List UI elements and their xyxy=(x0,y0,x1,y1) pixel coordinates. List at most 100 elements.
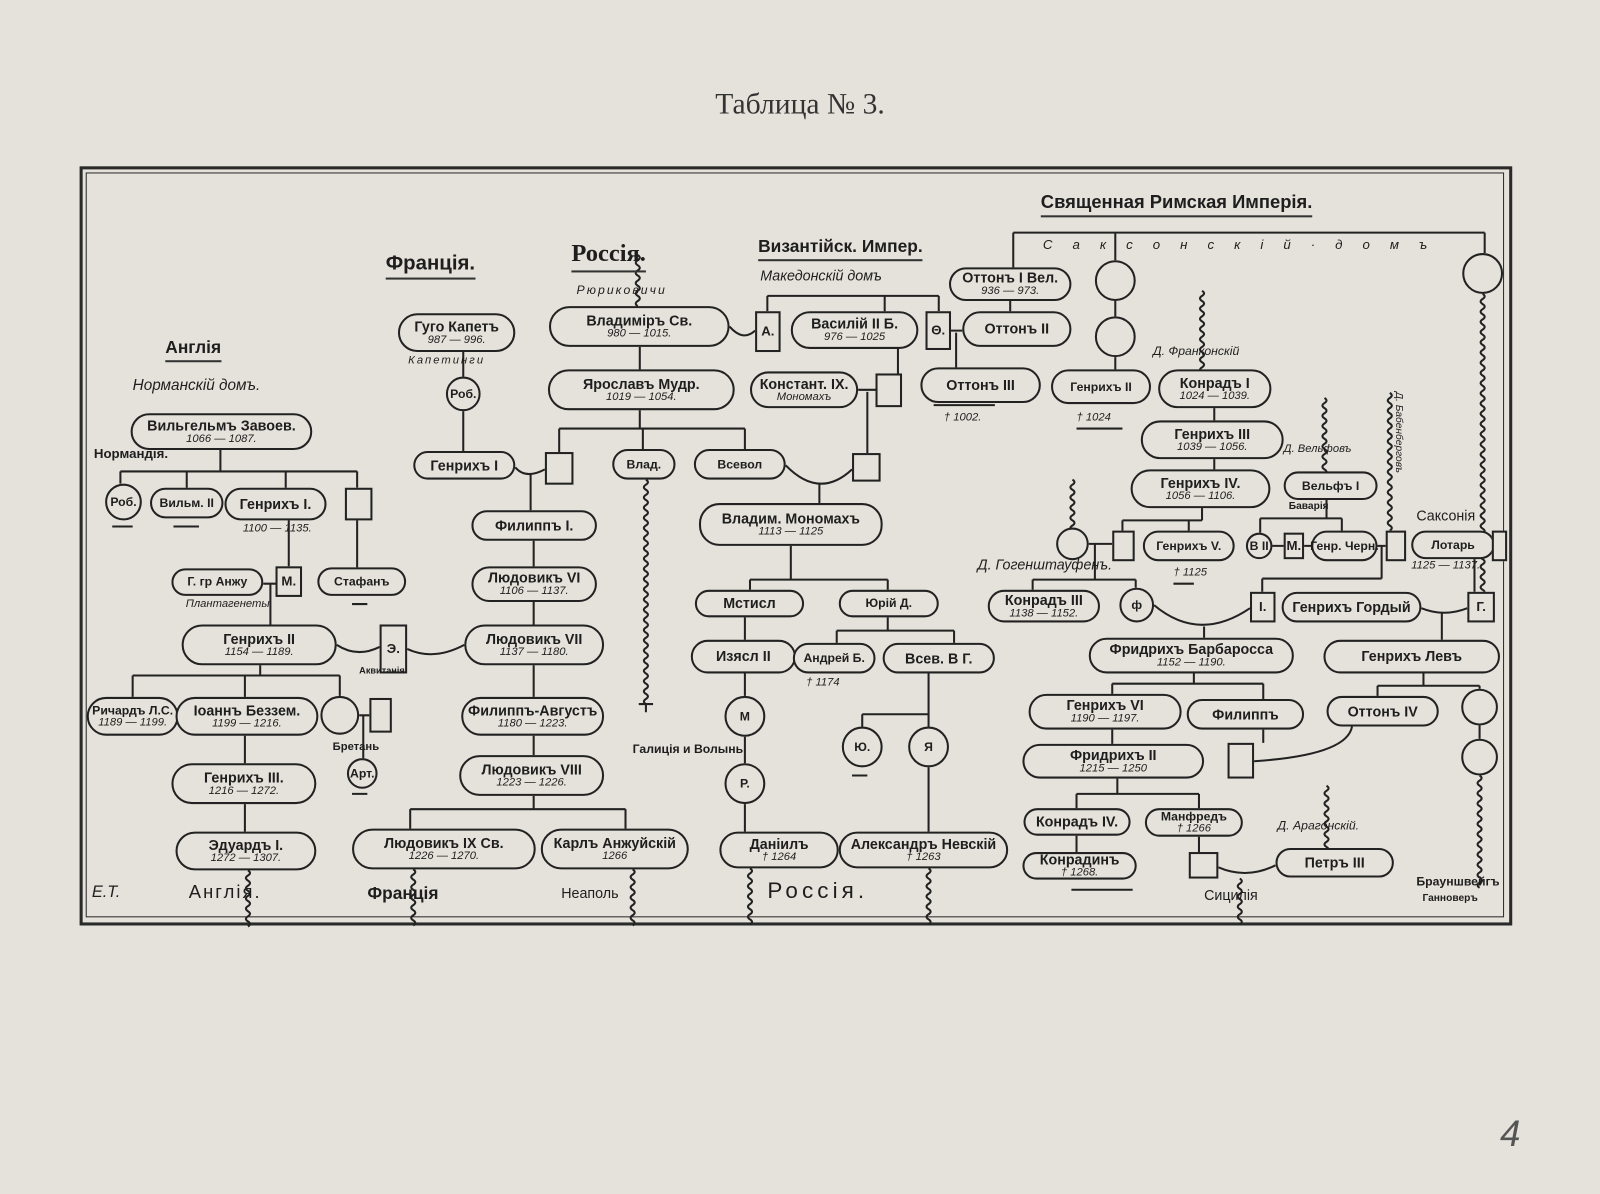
person-dates: 1056 — 1106. xyxy=(1165,489,1236,502)
person-circle-unnamed xyxy=(1461,688,1498,726)
lineage-connector xyxy=(336,643,465,656)
person-name: Арт. xyxy=(349,766,375,781)
person-name: Генрихъ II xyxy=(223,630,296,647)
spouse-square-unnamed xyxy=(1112,530,1135,562)
person-dates: 1113 — 1125 xyxy=(758,525,824,538)
person-circle-unnamed xyxy=(1094,260,1136,302)
person-name: Людовикъ IX Св. xyxy=(384,834,504,851)
person-dates: Мономахъ xyxy=(776,390,832,403)
line-terminator xyxy=(638,703,654,713)
signature: Е.Т. xyxy=(91,883,121,902)
label-rurikids: Рюриковичи xyxy=(576,282,667,297)
person-dates: 987 — 996. xyxy=(427,333,486,346)
person-name: Людовикъ VIII xyxy=(481,761,582,778)
person-dates: 1039 — 1056. xyxy=(1176,440,1248,453)
person-dates: 1266 xyxy=(602,849,628,862)
person-dates: 1180 — 1223. xyxy=(497,716,568,730)
lineage-connector xyxy=(1153,559,1476,640)
label-norman-house: Норманскій домъ. xyxy=(132,376,261,394)
person-circle-r-gal: Р. xyxy=(724,763,766,805)
spouse-square-unnamed xyxy=(1491,530,1508,562)
person-name: Вельфъ I xyxy=(1301,478,1360,493)
person-circle-ya: Я xyxy=(908,726,949,768)
person-name: Карлъ Анжуйскій xyxy=(553,834,676,851)
person-name: Людовикъ VI xyxy=(487,569,581,587)
person-name: Г. xyxy=(1476,599,1486,615)
person-dates: 1100 — 1135. xyxy=(242,522,312,535)
person-circle-arthur: Арт. xyxy=(346,758,378,789)
person-name: Филиппъ xyxy=(1212,705,1279,723)
lineage-connector xyxy=(112,404,1194,891)
person-name: Генрихъ III. xyxy=(204,769,284,786)
lineage-connector xyxy=(951,301,1012,368)
lineage-connector xyxy=(1121,408,1216,531)
dynasty-continuation-wavy-line xyxy=(746,867,754,926)
person-richard: Ричардъ Л.С.1189 — 1199. xyxy=(86,696,179,736)
person-andrei: Андрей Б. xyxy=(792,642,876,674)
dynasty-continuation-wavy-line xyxy=(925,867,932,926)
person-name: Филиппъ I. xyxy=(494,516,574,534)
person-name: Владимiръ Св. xyxy=(586,312,693,329)
person-name: Андрей Б. xyxy=(803,650,865,665)
label-welf-house: Д. Вельфовъ xyxy=(1283,442,1352,456)
person-name: Г. гр Анжу xyxy=(187,574,248,589)
person-name: Филиппъ-Августъ xyxy=(468,701,598,719)
person-philipp: Филиппъ xyxy=(1186,698,1305,730)
dynasty-continuation-wavy-line xyxy=(244,869,251,928)
person-name: Фридрихъ II xyxy=(1069,746,1157,764)
person-name: Оттонъ IV xyxy=(1347,702,1418,720)
person-vlad: Влад. xyxy=(612,448,676,480)
person-name: Владим. Мономахъ xyxy=(721,510,860,527)
person-dates: 1125 — 1137. xyxy=(1411,559,1481,572)
person-dates: 1106 — 1137. xyxy=(499,584,569,597)
lineage-connector xyxy=(1259,499,1386,592)
person-name: Роб. xyxy=(450,386,477,401)
footer-england: Англія. xyxy=(188,881,262,903)
person-izyaslav: Изясл II xyxy=(690,639,796,674)
dynasty-continuation-wavy-line xyxy=(1476,774,1483,889)
person-name: Всев. В Г. xyxy=(905,649,973,666)
person-circle-yu: Ю. xyxy=(841,726,883,768)
person-name: Конрадъ IV. xyxy=(1035,813,1119,830)
person-dates: † 1174 xyxy=(806,676,840,689)
person-alexander: Александръ Невскій† 1263 xyxy=(838,831,1009,869)
footer-france: Франція xyxy=(367,883,439,904)
person-wilhelm: Вильгельмъ Завоев.1066 — 1087. xyxy=(130,413,313,450)
lineage-connector xyxy=(1111,673,1481,739)
page-number: 4 xyxy=(1499,1112,1521,1155)
person-name: Конрадъ III xyxy=(1004,591,1083,609)
person-henry2-hre: Генрихъ II xyxy=(1051,369,1152,405)
label-galicia-volhynia: Галиція и Волынь xyxy=(632,741,744,757)
person-dates: 1137 — 1180. xyxy=(499,645,569,658)
person-name: Θ. xyxy=(931,322,946,338)
person-name: Василій II Б. xyxy=(811,315,899,333)
person-dates: 1215 — 1250 xyxy=(1079,761,1147,775)
label-babenberg-house: Д. Бабенберговъ xyxy=(1392,391,1405,473)
person-daniil: Даніилъ† 1264 xyxy=(719,831,839,869)
person-name: М. xyxy=(1286,537,1302,554)
lineage-connector xyxy=(766,294,940,454)
person-name: Эдуардъ I. xyxy=(208,836,284,853)
person-henry4: Генрихъ IV.1056 — 1106. xyxy=(1130,469,1271,509)
person-name: Петръ III xyxy=(1304,854,1365,871)
dynasty-continuation-wavy-line xyxy=(1198,289,1206,374)
spouse-square-g-sq: Г. xyxy=(1467,591,1495,623)
lineage-connector xyxy=(1031,542,1137,590)
lineage-connector xyxy=(748,464,889,590)
person-name: Юрій Д. xyxy=(865,596,913,611)
dynasty-continuation-wavy-line xyxy=(410,868,417,927)
person-name: Ричардъ Л.С. xyxy=(92,702,174,718)
dynasty-continuation-wavy-line xyxy=(634,254,641,307)
label-brittany: Бретань xyxy=(332,740,380,754)
dynasty-continuation-wavy-line xyxy=(1236,877,1243,926)
person-circle-f-circle: ф xyxy=(1119,587,1155,623)
person-name: Р. xyxy=(740,776,750,791)
person-circle-b2: В II xyxy=(1245,532,1273,560)
